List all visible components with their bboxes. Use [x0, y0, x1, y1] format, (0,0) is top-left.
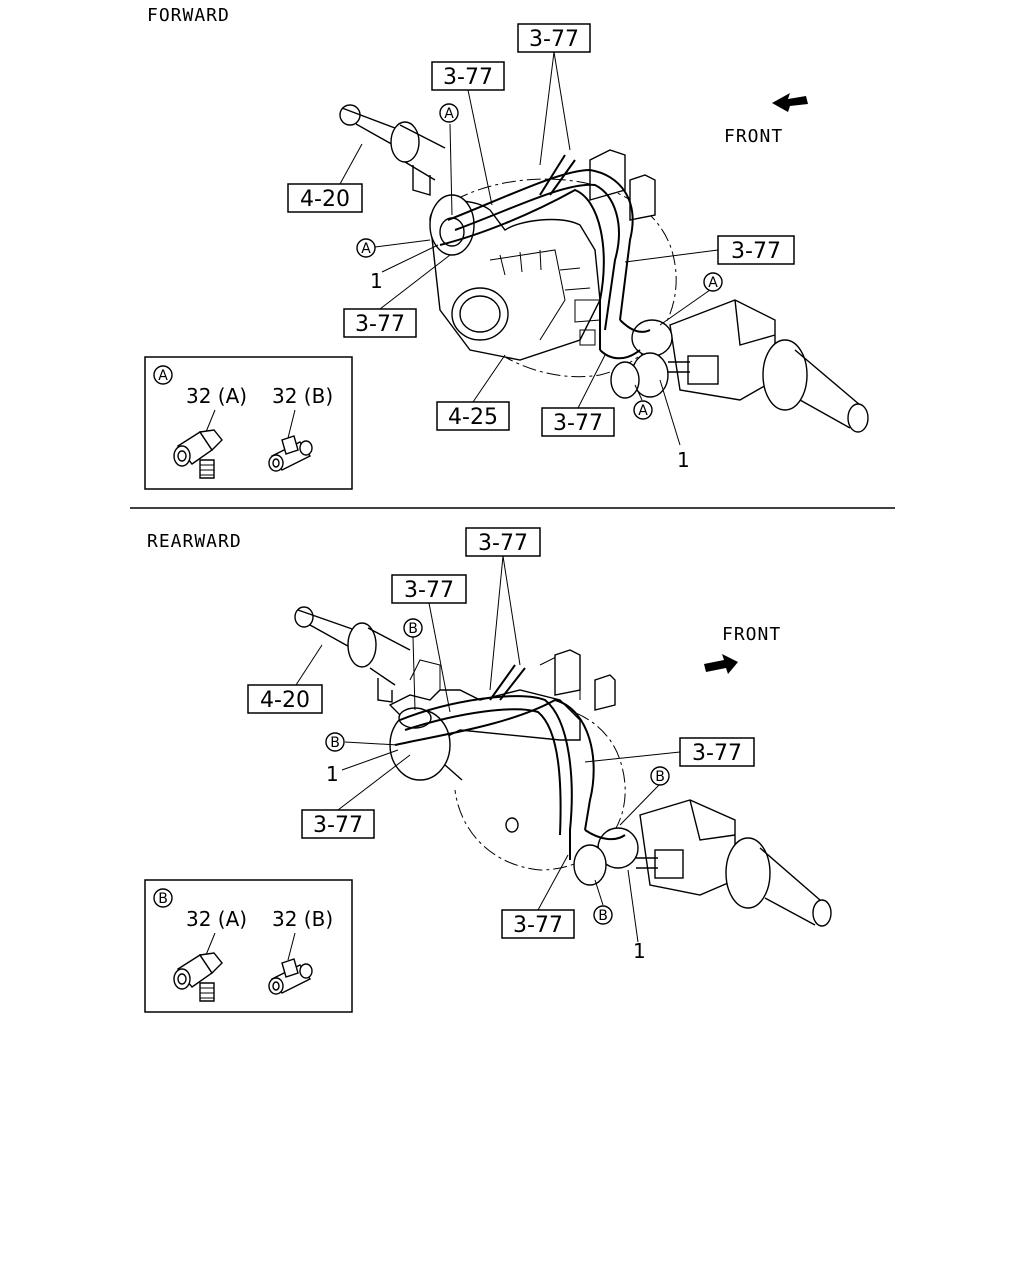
svg-text:A: A [708, 275, 718, 291]
svg-text:3-77: 3-77 [731, 239, 781, 264]
forward-circle-marker: A [633, 400, 653, 420]
svg-text:B: B [408, 621, 418, 637]
svg-text:A: A [444, 106, 454, 122]
svg-text:A: A [638, 403, 648, 419]
rearward-inset: B 32 (A) 32 (B) [144, 879, 353, 1013]
rearward-inset-label-a: 32 (A) [186, 907, 247, 931]
forward-item-1-label: 1 [370, 269, 383, 293]
svg-text:B: B [655, 769, 665, 785]
rearward-ref-box-bottom: 3-77 [501, 909, 575, 939]
svg-text:3-77: 3-77 [313, 813, 363, 838]
forward-leader-lines [339, 51, 719, 446]
svg-text:A: A [361, 241, 371, 257]
svg-text:B: B [598, 908, 608, 924]
rearward-ref-box-lower-left: 3-77 [301, 809, 375, 839]
forward-circle-marker: A [703, 272, 723, 292]
forward-axle-drawing [339, 104, 869, 433]
forward-ref-box-top: 3-77 [517, 23, 591, 53]
forward-inset-mark: A [158, 368, 168, 384]
rearward-circle-marker: B [593, 905, 613, 925]
svg-text:3-77: 3-77 [529, 27, 579, 52]
rearward-section: REARWARD FRONT [144, 527, 832, 1013]
forward-section: FORWARD FRONT [144, 5, 869, 490]
svg-text:3-77: 3-77 [355, 312, 405, 337]
rearward-front-arrow-icon [704, 654, 738, 674]
forward-inset: A 32 (A) 32 (B) [144, 356, 353, 490]
rearward-front-label: FRONT [722, 624, 781, 645]
rearward-title: REARWARD [147, 531, 242, 552]
rearward-inset-mark: B [158, 891, 168, 907]
forward-ref-box-4-20: 4-20 [287, 183, 363, 213]
forward-front-label: FRONT [724, 126, 783, 147]
rearward-ref-box-upper-left: 3-77 [391, 574, 467, 604]
forward-ref-box-4-25: 4-25 [436, 401, 510, 431]
elbow-fitting-icon [173, 429, 223, 479]
forward-ref-box-lower-left: 3-77 [343, 308, 417, 338]
svg-text:3-77: 3-77 [404, 578, 454, 603]
elbow-fitting-icon [173, 952, 223, 1002]
rearward-circle-marker: B [325, 732, 345, 752]
svg-text:4-20: 4-20 [300, 187, 350, 212]
forward-inset-label-a: 32 (A) [186, 384, 247, 408]
rearward-circle-marker: B [403, 618, 423, 638]
tee-fitting-icon [268, 435, 313, 472]
rearward-ref-box-right: 3-77 [679, 737, 755, 767]
forward-ref-box-upper-left: 3-77 [431, 61, 505, 91]
forward-inset-label-b: 32 (B) [272, 384, 333, 408]
rearward-ref-box-4-20: 4-20 [247, 684, 323, 714]
svg-text:B: B [330, 735, 340, 751]
svg-text:3-77: 3-77 [443, 65, 493, 90]
rearward-item-1-label: 1 [633, 939, 646, 963]
forward-item-1-label: 1 [677, 448, 690, 472]
tee-fitting-icon [268, 958, 313, 995]
forward-circle-marker: A [439, 103, 459, 123]
forward-ref-box-bottom: 3-77 [541, 407, 615, 437]
forward-circle-marker: A [356, 238, 376, 258]
svg-text:3-77: 3-77 [513, 913, 563, 938]
forward-ref-box-right: 3-77 [717, 235, 795, 265]
rearward-item-1-label: 1 [326, 762, 339, 786]
svg-text:4-25: 4-25 [448, 405, 498, 430]
svg-text:3-77: 3-77 [553, 411, 603, 436]
rearward-leader-lines [295, 555, 681, 943]
forward-title: FORWARD [147, 5, 230, 26]
forward-front-arrow-icon [772, 93, 808, 112]
svg-text:3-77: 3-77 [692, 741, 742, 766]
rearward-ref-box-top: 3-77 [465, 527, 541, 557]
svg-text:4-20: 4-20 [260, 688, 310, 713]
svg-text:3-77: 3-77 [478, 531, 528, 556]
rearward-inset-label-b: 32 (B) [272, 907, 333, 931]
rearward-circle-marker: B [650, 766, 670, 786]
